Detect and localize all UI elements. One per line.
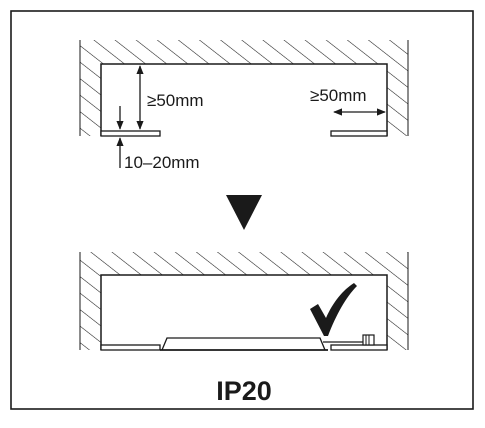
bottom-left-ceiling-board [100,344,161,351]
top-right-ceiling-board [330,130,388,137]
top-left-ceiling-board [100,130,161,137]
checkmark-icon [310,283,357,336]
panel-light [161,337,326,351]
bottom-structure-hatch [80,252,408,350]
down-triangle-icon [226,195,262,230]
side-clearance-label: ≥50mm [310,86,367,105]
outer-frame [10,10,474,410]
bottom-right-ceiling-board [330,344,388,351]
top-diagram: ≥50mm ≥50mm 10–20mm [79,40,409,172]
bottom-structure-outline [100,274,388,350]
cavity-height-label: ≥50mm [147,91,204,110]
ceiling-thickness-label: 10–20mm [124,153,200,172]
bottom-diagram [79,252,409,351]
ip-rating-label: IP20 [216,376,272,406]
top-structure-outline [100,63,388,136]
